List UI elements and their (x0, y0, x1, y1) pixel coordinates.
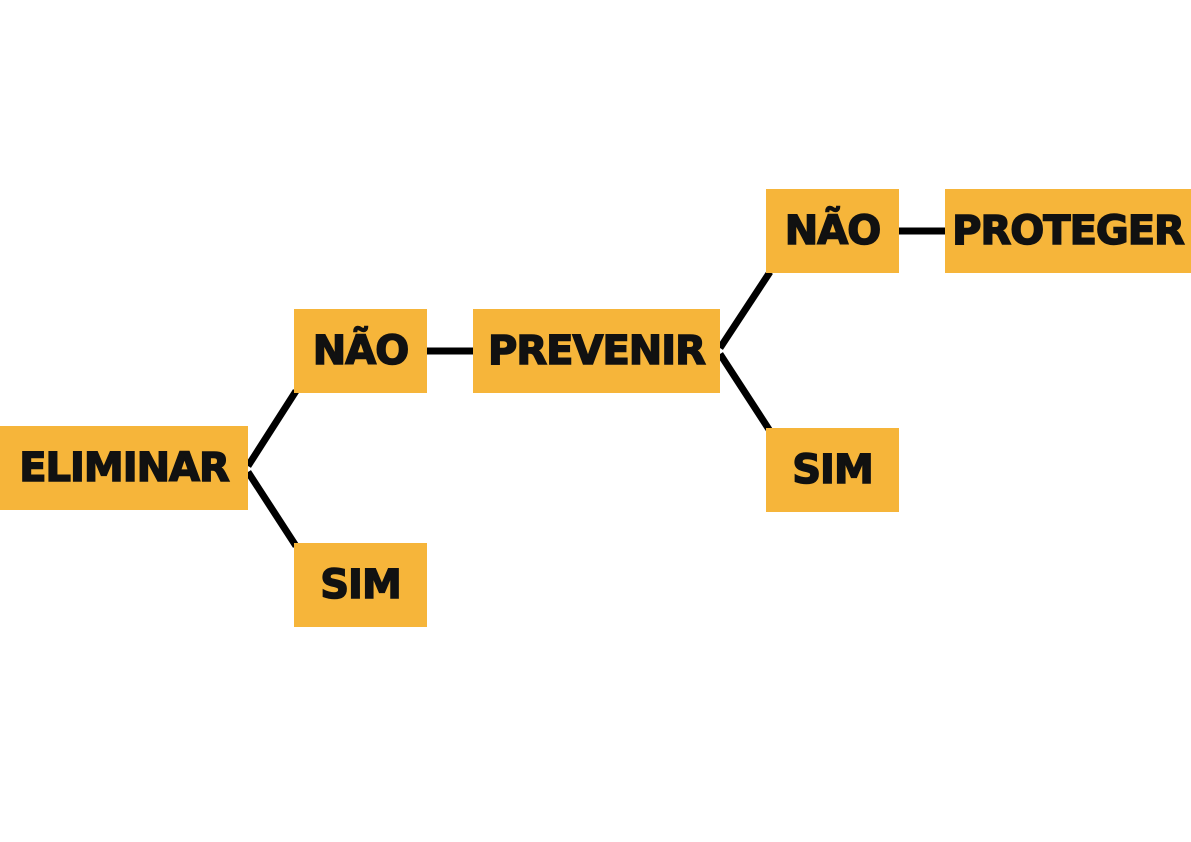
node-proteger-label: PROTEGER (951, 207, 1185, 255)
node-prevenir: PREVENIR (473, 309, 720, 393)
connector-eliminar-sim (245, 470, 299, 548)
node-sim-second-label: SIM (792, 446, 875, 494)
connector-prevenir-sim (717, 352, 773, 433)
node-nao-second: NÃO (766, 189, 899, 273)
node-sim-second: SIM (766, 428, 899, 512)
node-nao-first: NÃO (294, 309, 427, 393)
node-nao-first-label: NÃO (312, 327, 410, 375)
node-sim-first: SIM (294, 543, 427, 627)
node-prevenir-label: PREVENIR (487, 327, 706, 375)
node-eliminar: ELIMINAR (0, 426, 248, 510)
node-nao-second-label: NÃO (784, 207, 882, 255)
node-proteger: PROTEGER (945, 189, 1191, 273)
node-sim-first-label: SIM (320, 561, 403, 609)
connector-prevenir-nao (717, 270, 773, 350)
connector-eliminar-nao (245, 389, 299, 468)
node-eliminar-label: ELIMINAR (18, 444, 230, 492)
